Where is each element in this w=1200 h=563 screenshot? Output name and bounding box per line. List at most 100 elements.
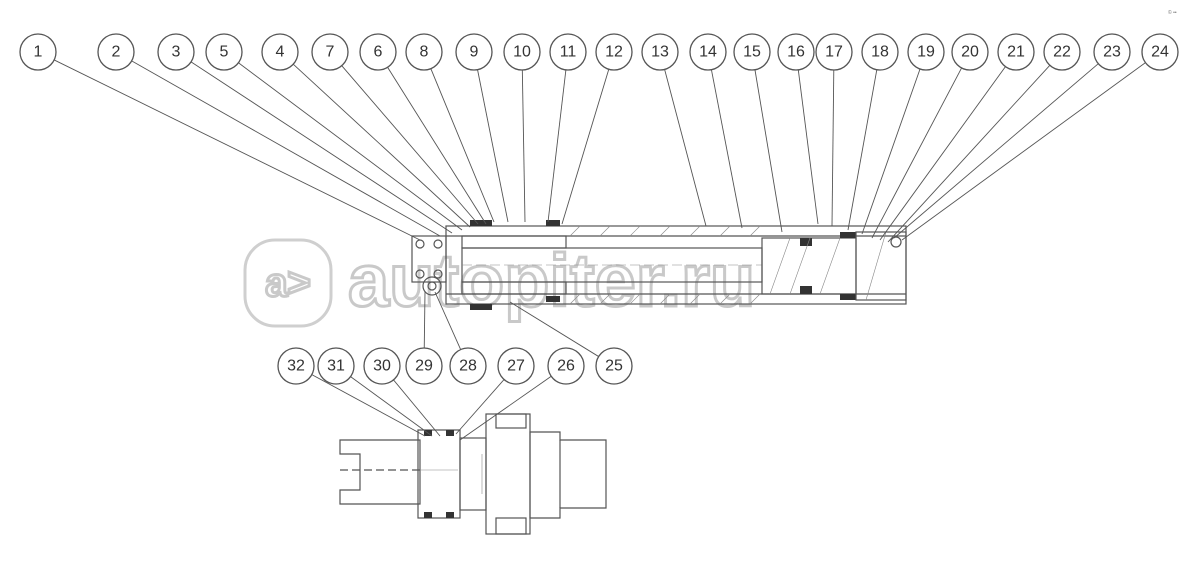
callout-label: 2 xyxy=(112,44,121,61)
leader-line-27 xyxy=(455,379,505,435)
callout-label: 7 xyxy=(326,44,335,61)
callout-circle xyxy=(815,33,853,71)
leader-line-7 xyxy=(341,65,479,225)
leader-line-22 xyxy=(887,64,1051,243)
leader-line-17 xyxy=(831,69,835,227)
callout-circle xyxy=(359,33,397,71)
leader-line-14 xyxy=(710,69,743,229)
callout-circle xyxy=(951,33,989,71)
leader-line-1 xyxy=(53,59,421,241)
clevis-yoke xyxy=(339,439,421,505)
cylinder-assembly xyxy=(411,220,907,310)
port-fitting-inner xyxy=(427,281,437,291)
gland-fitting xyxy=(890,236,902,248)
callout-circle xyxy=(689,33,727,71)
callout-label: 3 xyxy=(172,44,181,61)
mount-lug-top xyxy=(495,413,527,429)
callout-label: 30 xyxy=(373,358,391,375)
callout-label: 29 xyxy=(415,358,433,375)
leader-line-29 xyxy=(423,291,426,349)
seal xyxy=(800,238,812,246)
leader-line-6 xyxy=(387,67,487,225)
leader-lines xyxy=(53,59,1146,441)
seal xyxy=(840,232,856,238)
callout-circle xyxy=(861,33,899,71)
callout-circle xyxy=(595,347,633,385)
callout-1: 1 xyxy=(19,33,57,71)
callout-circle xyxy=(1141,33,1179,71)
watermark-logo-frame xyxy=(243,238,333,328)
callout-label: 25 xyxy=(605,358,623,375)
leader-line-18 xyxy=(847,69,878,231)
callout-circle xyxy=(733,33,771,71)
callout-5: 5 xyxy=(205,33,243,71)
callout-28: 28 xyxy=(449,347,487,385)
leader-line-16 xyxy=(797,69,819,225)
callout-circle xyxy=(641,33,679,71)
callout-circle xyxy=(549,33,587,71)
bolt-head xyxy=(433,269,443,279)
callout-25: 25 xyxy=(595,347,633,385)
shaft-housing xyxy=(529,431,607,519)
callout-label: 22 xyxy=(1053,44,1071,61)
callout-12: 12 xyxy=(595,33,633,71)
callout-13: 13 xyxy=(641,33,679,71)
leader-line-23 xyxy=(893,63,1099,239)
clevis-detail xyxy=(339,413,607,535)
callout-label: 12 xyxy=(605,44,623,61)
callout-circle xyxy=(907,33,945,71)
clevis-pin-housing xyxy=(417,429,461,519)
callout-11: 11 xyxy=(549,33,587,71)
corner-note: © •• xyxy=(1168,9,1177,16)
callout-label: 4 xyxy=(276,44,285,61)
callout-3: 3 xyxy=(157,33,195,71)
callout-circle xyxy=(455,33,493,71)
callout-circle xyxy=(777,33,815,71)
leader-line-19 xyxy=(861,68,921,235)
leader-line-30 xyxy=(393,379,441,437)
leader-line-24 xyxy=(901,62,1146,241)
callout-8: 8 xyxy=(405,33,443,71)
clevis-bolt xyxy=(424,512,432,518)
callout-circle xyxy=(97,33,135,71)
callout-17: 17 xyxy=(815,33,853,71)
callout-circle xyxy=(405,347,443,385)
callout-label: 31 xyxy=(327,358,345,375)
callout-label: 1 xyxy=(34,44,43,61)
callout-circle xyxy=(19,33,57,71)
callout-circle xyxy=(997,33,1035,71)
callout-label: 8 xyxy=(420,44,429,61)
piston-head xyxy=(761,237,857,295)
callout-circle xyxy=(205,33,243,71)
callout-circle xyxy=(503,33,541,71)
callout-21: 21 xyxy=(997,33,1035,71)
callout-label: 9 xyxy=(470,44,479,61)
callout-circle xyxy=(311,33,349,71)
callout-7: 7 xyxy=(311,33,349,71)
watermark: a> autopiter.ru xyxy=(243,238,757,328)
callout-22: 22 xyxy=(1043,33,1081,71)
callout-circle xyxy=(363,347,401,385)
seal xyxy=(546,220,560,226)
callout-16: 16 xyxy=(777,33,815,71)
callout-24: 24 xyxy=(1141,33,1179,71)
callout-label: 18 xyxy=(871,44,889,61)
bushing-bottom xyxy=(461,281,567,295)
port-fitting xyxy=(422,276,442,296)
callout-20: 20 xyxy=(951,33,989,71)
seal xyxy=(546,296,560,302)
callout-label: 17 xyxy=(825,44,843,61)
callout-label: 19 xyxy=(917,44,935,61)
callout-27: 27 xyxy=(497,347,535,385)
leader-line-8 xyxy=(430,68,495,223)
callout-label: 24 xyxy=(1151,44,1169,61)
leader-line-11 xyxy=(547,69,567,223)
callout-label: 5 xyxy=(220,44,229,61)
callout-label: 23 xyxy=(1103,44,1121,61)
leader-line-13 xyxy=(664,69,707,227)
callout-15: 15 xyxy=(733,33,771,71)
callout-23: 23 xyxy=(1093,33,1131,71)
callout-29: 29 xyxy=(405,347,443,385)
callout-circle xyxy=(547,347,585,385)
